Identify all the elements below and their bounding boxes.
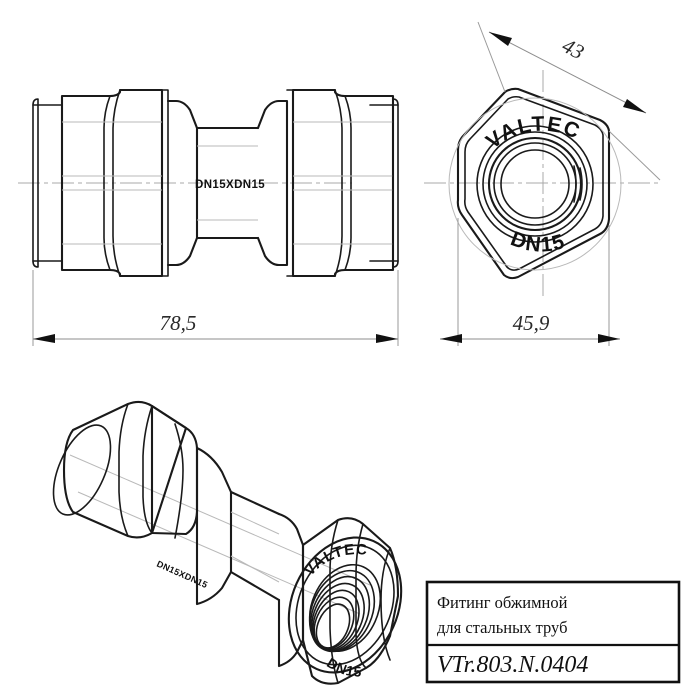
dim43-ext-right	[608, 130, 661, 181]
right-cap-edges	[369, 104, 399, 262]
iso-far-hex-edge-2	[142, 405, 153, 534]
left-end-cap	[32, 98, 39, 268]
title-block-line-1: Фитинг обжимной	[437, 593, 568, 612]
dim43-ext-left	[477, 21, 506, 93]
left-hex-flat-edge-2	[112, 89, 121, 277]
front-view-size-marking: DN15	[508, 227, 568, 257]
arrowhead-right	[376, 334, 398, 343]
title-block-product-code: VTr.803.N.0404	[437, 652, 588, 678]
front-view-brand-marking: VALTEC	[482, 113, 584, 154]
boss-outer-circle	[448, 97, 622, 271]
bore-ring-4	[493, 142, 577, 226]
iso-near-collar-edge	[380, 547, 391, 661]
iso-far-hex-nut	[62, 400, 188, 539]
iso-front-face-chamfer	[295, 544, 395, 666]
side-elevation-view: DN15XDN15	[18, 88, 399, 278]
left-hex-flat-edge-1	[103, 95, 111, 271]
bore-ring-1	[476, 125, 594, 243]
length-dimension-78-5: 78,5	[32, 270, 399, 346]
left-body-taper	[166, 99, 199, 267]
dim-line-43	[488, 31, 647, 114]
iso-front-face-outer	[287, 536, 403, 674]
iso-axis-line-1	[69, 454, 371, 586]
dim-label-78-5: 78,5	[160, 311, 197, 335]
body-barrel	[195, 126, 260, 240]
iso-rear-face	[52, 424, 112, 516]
arrowhead-left	[33, 334, 55, 343]
dim-label-45-9: 45,9	[513, 311, 550, 335]
iso-barrel	[229, 490, 281, 602]
bore-ring-5	[500, 149, 570, 219]
right-hex-flat-edge-2	[334, 89, 343, 277]
thread-start-notch	[579, 167, 583, 201]
bore-ring-3	[487, 136, 583, 232]
left-cap-edges	[32, 104, 63, 262]
iso-near-hex-edge-2	[355, 523, 367, 669]
thread-start-notch-2	[573, 165, 577, 203]
title-block: Фитинг обжимной для стальных труб VTr.80…	[425, 580, 681, 684]
right-hex-flat-edge-1	[344, 95, 352, 271]
right-body-taper	[256, 99, 289, 267]
iso-brand-marking: VALTEC	[301, 541, 369, 579]
bore-ring-2	[482, 131, 588, 237]
title-block-border	[425, 580, 681, 684]
iso-barrel-contour-1	[230, 511, 280, 535]
iso-far-collar-edge	[174, 423, 184, 539]
arrowhead-43-right	[623, 99, 646, 113]
side-view-body-marking: DN15XDN15	[195, 179, 265, 191]
iso-barrel-contour-2	[230, 555, 280, 583]
iso-shoulder-right	[277, 512, 305, 668]
left-shoulder	[161, 89, 169, 277]
dim-label-43: 43	[558, 33, 588, 64]
right-end-cap	[392, 98, 399, 268]
arrowhead-459-left	[440, 334, 462, 343]
iso-axis-line-2	[77, 491, 361, 615]
hex-outer-outline	[456, 87, 611, 280]
arrowhead-43-left	[489, 32, 512, 46]
iso-near-hex-nut	[301, 517, 400, 685]
iso-body-marking: DN15XDN15	[155, 559, 209, 590]
iso-far-hex-edge-1	[118, 403, 129, 537]
title-block-line-2: для стальных труб	[437, 618, 567, 637]
across-flats-dimension-45-9: 45,9	[440, 218, 620, 346]
arrowhead-459-right	[598, 334, 620, 343]
isometric-3d-view: DN15XDN15 VALTEC DN	[52, 400, 403, 685]
iso-thread-rings	[308, 563, 382, 653]
